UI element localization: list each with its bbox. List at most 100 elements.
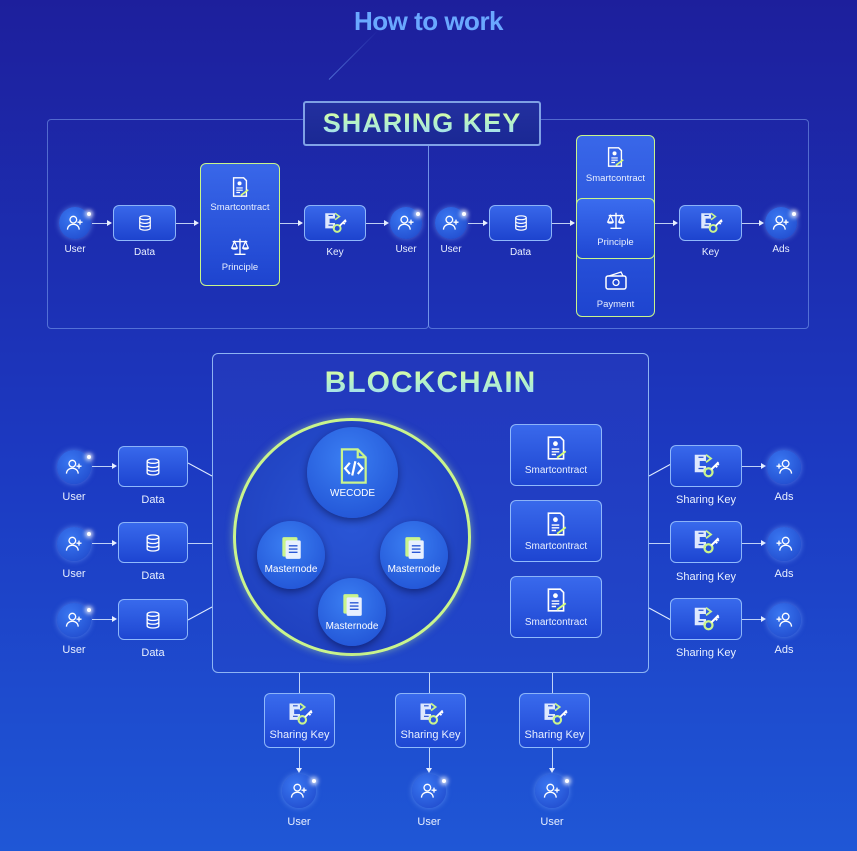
user-plus-icon bbox=[64, 534, 84, 554]
masternode-label: Masternode bbox=[387, 564, 441, 575]
masternode-label: Masternode bbox=[264, 564, 318, 575]
arrow bbox=[107, 220, 112, 226]
smartcontract-label: Smartcontract bbox=[210, 201, 270, 213]
connector bbox=[280, 223, 298, 224]
smartcontract-node: Smartcontract bbox=[510, 500, 602, 562]
ads-node bbox=[767, 450, 801, 484]
connector bbox=[552, 748, 553, 768]
smartcontract-cell: Smartcontract bbox=[586, 146, 645, 198]
contract-document-icon bbox=[604, 146, 626, 168]
user-label: User bbox=[64, 244, 86, 255]
key-icon bbox=[698, 210, 724, 236]
database-icon bbox=[143, 610, 163, 630]
key-icon bbox=[691, 451, 721, 481]
connector bbox=[468, 223, 483, 224]
arrow bbox=[761, 540, 766, 546]
user-plus-icon bbox=[774, 534, 794, 554]
user-label: User bbox=[62, 644, 86, 656]
connector bbox=[655, 223, 673, 224]
sparkle bbox=[416, 212, 420, 216]
data-label: Data bbox=[141, 570, 165, 582]
principle-label: Principle bbox=[597, 236, 634, 248]
connector bbox=[366, 223, 384, 224]
sharing-key-node bbox=[670, 521, 742, 563]
sharing-key-label: Sharing Key bbox=[269, 729, 330, 741]
data-label: Data bbox=[509, 247, 532, 258]
sharing-key-label: Sharing Key bbox=[400, 729, 461, 741]
arrow bbox=[483, 220, 488, 226]
connector bbox=[648, 607, 672, 621]
code-file-icon bbox=[334, 447, 372, 485]
ads-label: Ads bbox=[774, 568, 794, 580]
sharing-key-node bbox=[670, 598, 742, 640]
smartcontract-label: Smartcontract bbox=[524, 540, 588, 552]
key-icon bbox=[691, 527, 721, 557]
key-node bbox=[679, 205, 742, 241]
user-plus-icon bbox=[396, 213, 416, 233]
data-node bbox=[118, 522, 188, 563]
contract-document-icon bbox=[229, 176, 251, 198]
smartcontract-label: Smartcontract bbox=[524, 464, 588, 476]
connector bbox=[552, 223, 570, 224]
sharing-key-node: Sharing Key bbox=[395, 693, 466, 748]
connector bbox=[649, 543, 670, 544]
data-node bbox=[113, 205, 176, 241]
database-icon bbox=[143, 533, 163, 553]
smartcontract-principle-payment-node: Smartcontract Principle Payment bbox=[576, 135, 655, 317]
arrow bbox=[570, 220, 575, 226]
connector bbox=[429, 748, 430, 768]
blockchain-heading: BLOCKCHAIN bbox=[212, 366, 649, 400]
scales-icon bbox=[605, 210, 627, 232]
masternode-right: Masternode bbox=[380, 521, 448, 589]
user-label: User bbox=[417, 816, 441, 828]
sparkle bbox=[792, 212, 796, 216]
key-label: Key bbox=[701, 247, 720, 258]
connector bbox=[742, 619, 761, 620]
user-plus-icon bbox=[542, 781, 562, 801]
ads-node bbox=[765, 207, 797, 239]
key-node bbox=[304, 205, 366, 241]
contract-document-icon bbox=[543, 435, 569, 461]
blockchain-heading-text: BLOCKCHAIN bbox=[324, 366, 537, 399]
user-node bbox=[57, 450, 91, 484]
sparkle bbox=[442, 779, 446, 783]
data-label: Data bbox=[141, 647, 165, 659]
ads-label: Ads bbox=[774, 644, 794, 656]
arrow bbox=[761, 463, 766, 469]
user-label: User bbox=[62, 491, 86, 503]
connector bbox=[742, 543, 761, 544]
wecode-label: WECODE bbox=[330, 487, 375, 499]
ads-node bbox=[767, 527, 801, 561]
user-plus-icon bbox=[441, 213, 461, 233]
contract-document-icon bbox=[543, 511, 569, 537]
smartcontract-cell: Smartcontract bbox=[210, 176, 270, 213]
arrow bbox=[549, 768, 555, 773]
key-icon bbox=[285, 700, 315, 728]
contract-document-icon bbox=[543, 587, 569, 613]
smartcontract-principle-node: Smartcontract Principle bbox=[200, 163, 280, 286]
database-icon bbox=[143, 457, 163, 477]
user-node bbox=[59, 207, 91, 239]
payment-cell: Payment bbox=[597, 269, 634, 310]
smartcontract-node: Smartcontract bbox=[510, 424, 602, 486]
sparkle bbox=[87, 455, 91, 459]
sparkle bbox=[312, 779, 316, 783]
masternode-label: Masternode bbox=[325, 621, 379, 632]
arrow bbox=[296, 768, 302, 773]
sharing-key-node: Sharing Key bbox=[264, 693, 335, 748]
key-icon bbox=[322, 210, 348, 236]
user-label: User bbox=[395, 244, 417, 255]
document-icon bbox=[339, 592, 365, 618]
principle-label: Principle bbox=[221, 262, 259, 274]
user-node bbox=[57, 527, 91, 561]
wecode-node: WECODE bbox=[307, 427, 398, 518]
database-icon bbox=[512, 214, 530, 232]
sparkle bbox=[87, 608, 91, 612]
sharing-key-right-panel bbox=[428, 119, 809, 329]
user-plus-icon bbox=[774, 610, 794, 630]
data-label: Data bbox=[133, 247, 156, 258]
database-icon bbox=[136, 214, 154, 232]
scales-icon bbox=[229, 236, 251, 258]
principle-cell: Principle bbox=[576, 198, 655, 259]
user-node bbox=[282, 774, 316, 808]
